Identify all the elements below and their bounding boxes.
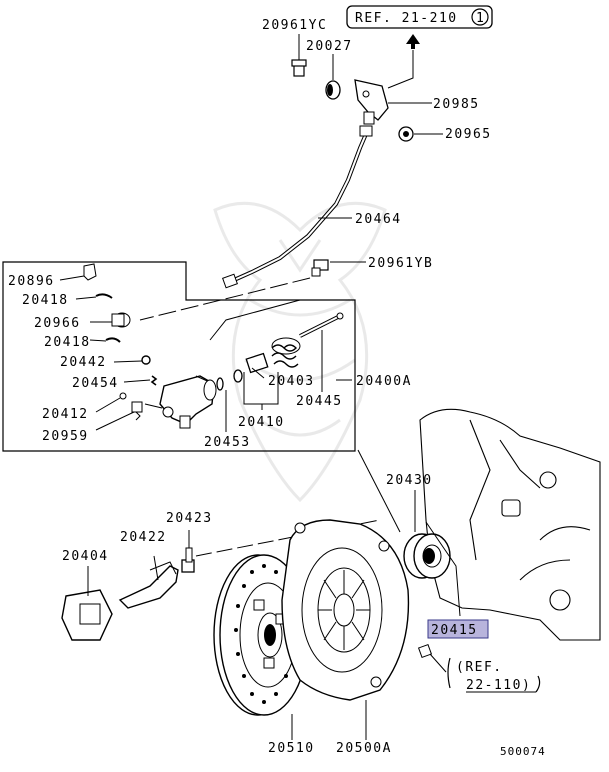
fork-boot-20404[interactable]: [61, 566, 113, 641]
label-20418-b[interactable]: 20418: [44, 335, 91, 350]
dowel-pin[interactable]: [417, 643, 447, 673]
bleeder-20896[interactable]: [59, 263, 97, 281]
label-20442[interactable]: 20442: [60, 355, 107, 370]
piston-20410[interactable]: [245, 352, 269, 374]
label-20412[interactable]: 20412: [42, 407, 89, 422]
bracket-20985[interactable]: [354, 79, 432, 125]
label-20422[interactable]: 20422: [120, 530, 167, 545]
label-20965[interactable]: 20965: [445, 127, 492, 142]
label-20423[interactable]: 20423: [166, 511, 213, 526]
transmission-housing: [419, 408, 601, 641]
clutch-disc-20510[interactable]: [213, 554, 309, 740]
label-20445[interactable]: 20445: [296, 394, 343, 409]
pressure-plate-20500a[interactable]: [281, 519, 410, 740]
pushrod-20445[interactable]: [299, 312, 344, 392]
clip-20418-b[interactable]: [89, 337, 121, 343]
reference-bottom-line1: (REF.: [456, 660, 503, 675]
reference-bottom-line2: 22-110): [466, 678, 531, 693]
highlight-20415: [427, 619, 489, 639]
part-labels: 20961YC 20027 20985 20965 20464 20961YB …: [8, 18, 492, 756]
release-fork-20422[interactable]: [118, 555, 179, 609]
up-arrow-icon: [387, 34, 420, 89]
label-20403[interactable]: 20403: [268, 374, 315, 389]
reference-bottom[interactable]: (REF. 22-110): [447, 657, 541, 693]
label-20418-a[interactable]: 20418: [22, 293, 69, 308]
nut-20965[interactable]: [398, 126, 443, 142]
label-20961yc[interactable]: 20961YC: [262, 18, 327, 33]
label-20961yb[interactable]: 20961YB: [368, 256, 433, 271]
reference-circled-number: 1: [476, 11, 485, 26]
label-20453[interactable]: 20453: [204, 435, 251, 450]
reference-box-top[interactable]: REF. 21-210 1: [346, 5, 493, 29]
label-20464[interactable]: 20464: [355, 212, 402, 227]
leader-lines-box: [225, 367, 352, 432]
label-20454[interactable]: 20454: [72, 376, 119, 391]
clip-20418-a[interactable]: [75, 293, 113, 300]
release-bearing-20430[interactable]: [403, 490, 451, 579]
ring-20442[interactable]: [113, 355, 151, 365]
label-20959[interactable]: 20959: [42, 429, 89, 444]
figure-id: 500074: [500, 745, 546, 758]
label-20500a[interactable]: 20500A: [336, 741, 392, 756]
seal-20403[interactable]: [216, 369, 243, 391]
watermark-logo: [213, 201, 387, 503]
bolt-20961yb[interactable]: [139, 259, 366, 321]
label-20966[interactable]: 20966: [34, 316, 81, 331]
label-20510[interactable]: 20510: [268, 741, 315, 756]
pivot-20423[interactable]: [181, 530, 195, 573]
screw-20959[interactable]: [95, 401, 143, 431]
label-20415[interactable]: 20415: [431, 623, 478, 638]
leader-20415: [425, 521, 461, 617]
label-20410[interactable]: 20410: [238, 415, 285, 430]
label-20027[interactable]: 20027: [306, 39, 353, 54]
label-20400a[interactable]: 20400A: [356, 374, 412, 389]
clutch-pipe-20464[interactable]: [222, 125, 373, 289]
label-20985[interactable]: 20985: [433, 97, 480, 112]
label-20404[interactable]: 20404: [62, 549, 109, 564]
label-20430[interactable]: 20430: [386, 473, 433, 488]
bushing-20027[interactable]: [325, 54, 341, 100]
bolt-20961yc[interactable]: [291, 34, 307, 77]
ball-20412[interactable]: [95, 392, 127, 413]
reference-label: REF. 21-210: [355, 11, 458, 26]
assembly-outline: [2, 261, 356, 452]
release-cylinder-20400a[interactable]: [144, 299, 301, 429]
label-20896[interactable]: 20896: [8, 274, 55, 289]
boot-20966[interactable]: [90, 312, 131, 328]
spring-20454[interactable]: [123, 375, 158, 386]
spring-20410[interactable]: [271, 337, 301, 368]
